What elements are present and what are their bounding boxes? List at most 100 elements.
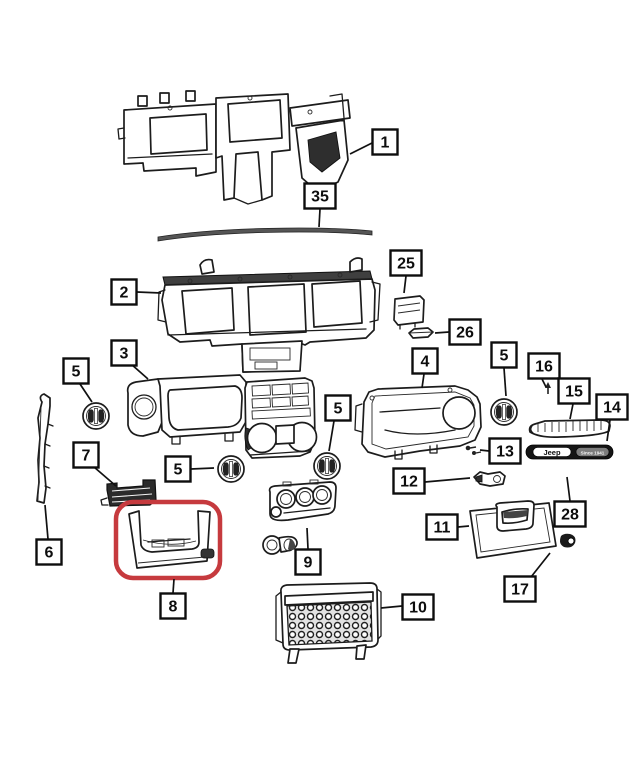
callout-14-box[interactable] <box>595 393 629 421</box>
callout-16-box[interactable] <box>527 352 561 380</box>
callout-9[interactable]: 9 <box>294 527 322 576</box>
callout-16-label: 16 <box>535 359 553 376</box>
callout-28-label: 28 <box>561 507 579 524</box>
part-13-screws-drawing <box>465 445 482 455</box>
callout-4-box[interactable] <box>411 347 439 375</box>
callout-6-box[interactable] <box>35 538 63 566</box>
callout-13[interactable]: 13 <box>479 437 522 465</box>
callout-17-box[interactable] <box>503 575 537 603</box>
part-5-vent-center-left-drawing <box>217 455 245 483</box>
callout-15-label: 15 <box>565 384 583 401</box>
callout-25-leader-line <box>403 275 407 294</box>
callout-2-label: 2 <box>120 285 129 302</box>
part-25-vent-drawing <box>393 295 425 330</box>
callout-1-label: 1 <box>381 135 390 152</box>
callout-3[interactable]: 3 <box>110 339 149 380</box>
callout-9-leader-line <box>306 527 309 550</box>
highlight-box-part-8 <box>113 499 223 581</box>
callout-1[interactable]: 1 <box>349 128 399 156</box>
callout-5-center-right-label: 5 <box>334 401 343 418</box>
callout-5-right-label: 5 <box>500 348 509 365</box>
callout-15[interactable]: 15 <box>557 377 591 420</box>
callout-26-leader-line <box>434 331 450 334</box>
part-9-switch-bezel-drawing <box>268 479 337 522</box>
power-outlet-drawing <box>262 535 298 555</box>
callout-11[interactable]: 11 <box>425 513 470 541</box>
callout-7[interactable]: 7 <box>72 441 117 487</box>
callout-5-left-box[interactable] <box>62 357 90 385</box>
callout-11-box[interactable] <box>425 513 459 541</box>
callout-5-center-left-label: 5 <box>174 462 183 479</box>
part-12-bracket-drawing <box>473 471 506 487</box>
callout-13-box[interactable] <box>488 437 522 465</box>
callout-10-box[interactable] <box>401 593 435 621</box>
callout-1-leader-line <box>349 142 373 155</box>
callout-25-box[interactable] <box>389 249 423 277</box>
part-drawings: Jeep Since 1941 <box>36 90 614 664</box>
callout-12-box[interactable] <box>392 467 426 495</box>
callout-16-leader-line <box>541 378 547 388</box>
part-6-pillar-trim-drawing <box>36 393 54 504</box>
callout-4-leader-line <box>421 373 425 389</box>
callout-5-center-left[interactable]: 5 <box>164 455 215 483</box>
callout-3-label: 3 <box>120 346 129 363</box>
part-16-screw-drawing <box>545 382 551 394</box>
callout-7-leader-line <box>93 466 117 487</box>
callout-5-right-box[interactable] <box>490 341 518 369</box>
part-26-clip-drawing <box>408 327 434 339</box>
callout-4[interactable]: 4 <box>411 347 439 389</box>
callout-5-center-right-box[interactable] <box>324 394 352 422</box>
callout-8-box[interactable] <box>159 592 187 620</box>
callout-8-leader-line <box>172 578 175 594</box>
callout-6[interactable]: 6 <box>35 504 63 566</box>
callout-8-label: 8 <box>169 599 178 616</box>
part-11-glovebox-door-drawing <box>469 500 557 559</box>
callout-1-box[interactable] <box>371 128 399 156</box>
callout-10[interactable]: 10 <box>380 593 435 621</box>
callout-25[interactable]: 25 <box>389 249 423 294</box>
callout-35-leader-line <box>318 208 321 228</box>
callout-8[interactable]: 8 <box>159 578 187 620</box>
part-8-column-cover-drawing <box>128 510 215 569</box>
callout-2-box[interactable] <box>110 278 138 306</box>
callout-14-label: 14 <box>603 400 621 417</box>
callout-28-box[interactable] <box>553 500 587 528</box>
part-28-bumper-drawing <box>560 533 576 548</box>
callout-7-box[interactable] <box>72 441 100 469</box>
callout-5-left-leader-line <box>79 383 93 403</box>
callout-12[interactable]: 12 <box>392 467 471 495</box>
callout-5-center-right[interactable]: 5 <box>324 394 352 452</box>
callout-6-label: 6 <box>45 545 54 562</box>
callout-2[interactable]: 2 <box>110 278 162 306</box>
callout-35-box[interactable] <box>303 182 337 210</box>
part-3-cluster-bezel-drawing <box>126 374 318 459</box>
part-5-vent-left-drawing <box>82 402 110 430</box>
callout-13-leader-line <box>479 449 490 452</box>
part-5-vent-right-drawing <box>490 398 518 426</box>
callout-14-leader-line <box>606 419 611 442</box>
callout-17-label: 17 <box>511 582 529 599</box>
callout-35-label: 35 <box>311 189 329 206</box>
callout-35[interactable]: 35 <box>303 182 337 228</box>
callout-4-label: 4 <box>421 354 430 371</box>
callout-26-box[interactable] <box>448 318 482 346</box>
part-5-vent-center-right-drawing <box>313 452 341 480</box>
callout-26-label: 26 <box>456 325 474 342</box>
callout-9-label: 9 <box>304 555 313 572</box>
callout-5-right[interactable]: 5 <box>490 341 518 397</box>
part-4-passenger-bezel-drawing <box>354 385 482 460</box>
callout-14[interactable]: 14 <box>595 393 629 442</box>
callout-5-left[interactable]: 5 <box>62 357 93 403</box>
callout-26[interactable]: 26 <box>434 318 482 346</box>
callout-28[interactable]: 28 <box>553 476 587 528</box>
part-10-speaker-grille-drawing <box>275 582 382 664</box>
callout-3-box[interactable] <box>110 339 138 367</box>
callout-16[interactable]: 16 <box>527 352 561 388</box>
callout-17-leader-line <box>530 552 551 578</box>
callout-5-center-left-box[interactable] <box>164 455 192 483</box>
callout-12-label: 12 <box>400 474 418 491</box>
callout-9-box[interactable] <box>294 548 322 576</box>
callout-17[interactable]: 17 <box>503 552 551 603</box>
callout-15-box[interactable] <box>557 377 591 405</box>
